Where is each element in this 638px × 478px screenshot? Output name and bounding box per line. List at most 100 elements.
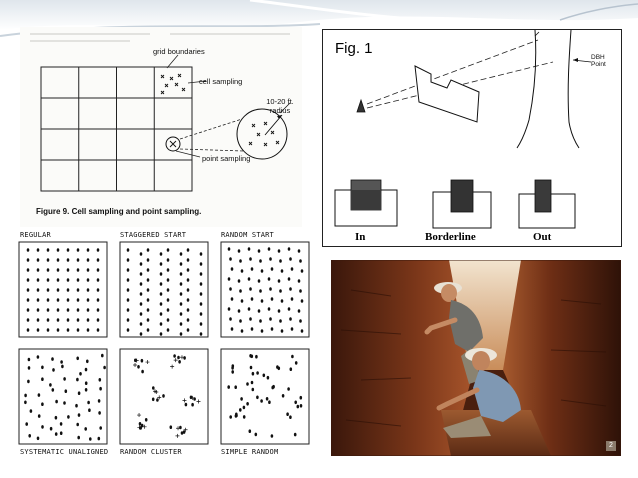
unaligned-dot — [37, 437, 40, 441]
unaligned-dot — [37, 355, 40, 359]
unaligned-dot — [85, 388, 88, 392]
unaligned-dot — [52, 368, 55, 372]
observer-eye — [357, 100, 365, 112]
cluster-dot — [162, 394, 165, 398]
unaligned-dot — [63, 401, 66, 405]
random-start-dot — [281, 269, 284, 273]
staggered-dot — [180, 322, 183, 326]
random-start-dot — [229, 287, 232, 291]
label-out: Out — [533, 231, 551, 243]
random-start-dot — [248, 307, 251, 311]
regular-dot — [57, 328, 60, 332]
staggered-dot — [160, 262, 163, 266]
point-sampling-leader — [176, 151, 200, 157]
random-start-dot — [251, 297, 254, 301]
staggered-dot — [180, 302, 183, 306]
staggered-dot — [187, 298, 190, 302]
cluster-dot — [145, 418, 148, 422]
staggered-dot — [200, 332, 203, 336]
regular-dot — [57, 268, 60, 272]
random-start-dot — [261, 269, 264, 273]
staggered-dot — [147, 268, 150, 272]
staggered-dot — [200, 262, 203, 266]
unaligned-dot — [52, 388, 55, 392]
simple-random-dot — [291, 355, 294, 359]
figure-9-caption: Figure 9. Cell sampling and point sampli… — [36, 207, 201, 216]
cluster-dot — [152, 386, 155, 390]
unaligned-dot — [60, 422, 63, 426]
staggered-dot — [140, 322, 143, 326]
cell-sampling-label: cell sampling — [199, 77, 242, 86]
unaligned-dot — [87, 401, 90, 405]
unaligned-dot — [24, 401, 27, 405]
regular-dot — [37, 278, 40, 282]
random-start-dot — [298, 309, 301, 313]
simple-random-dot — [243, 406, 246, 410]
unaligned-dot — [89, 437, 92, 441]
regular-dot — [57, 318, 60, 322]
regular-dot — [47, 298, 50, 302]
unaligned-dot — [101, 354, 104, 358]
simple-random-dot — [267, 376, 270, 380]
cluster-dot — [141, 359, 144, 363]
regular-dot — [27, 248, 30, 252]
regular-dot — [67, 268, 70, 272]
regular-dot — [57, 298, 60, 302]
unaligned-dot — [65, 389, 68, 393]
staggered-dot — [187, 308, 190, 312]
staggered-dot — [127, 268, 130, 272]
staggered-dot — [147, 318, 150, 322]
regular-dot — [27, 288, 30, 292]
unaligned-dot — [88, 408, 91, 412]
regular-dot — [97, 278, 100, 282]
random-start-dot — [269, 287, 272, 291]
regular-dot — [57, 278, 60, 282]
random-start-dot — [291, 297, 294, 301]
random-start-dot — [229, 257, 232, 261]
unaligned-dot — [51, 357, 54, 361]
random-start-dot — [279, 259, 282, 263]
staggered-dot — [167, 318, 170, 322]
regular-dot — [87, 288, 90, 292]
staggered-dot — [200, 292, 203, 296]
simple-random-dot — [232, 364, 235, 368]
regular-dot — [47, 278, 50, 282]
simple-random-dot — [250, 366, 253, 370]
staggered-dot — [187, 278, 190, 282]
cell-sample-marks — [161, 74, 185, 94]
staggered-dot — [127, 298, 130, 302]
regular-dot — [87, 268, 90, 272]
slide-number-badge: 2 — [606, 441, 616, 451]
fig1-drawing — [323, 30, 621, 246]
random-start-dot — [271, 327, 274, 331]
staggered-dot — [127, 258, 130, 262]
cluster-dot — [178, 360, 181, 364]
view-borderline — [433, 180, 491, 228]
random-start-dot — [289, 287, 292, 291]
regular-dot — [77, 278, 80, 282]
random-start-dot — [281, 299, 284, 303]
regular-dot — [77, 268, 80, 272]
staggered-dot — [147, 328, 150, 332]
random-start-dot — [239, 259, 242, 263]
random-start-dot — [241, 329, 244, 333]
regular-dot — [67, 278, 70, 282]
random-start-dot — [259, 319, 262, 323]
label-in: In — [355, 231, 365, 243]
point-sampling-label: point sampling — [202, 154, 250, 163]
staggered-dot — [147, 278, 150, 282]
regular-dot — [67, 258, 70, 262]
cluster-dot — [152, 398, 155, 402]
simple-random-dot — [297, 405, 300, 409]
simple-random-dot — [263, 374, 266, 378]
random-start-dot — [289, 257, 292, 261]
regular-dot — [77, 298, 80, 302]
regular-dot — [97, 258, 100, 262]
regular-dot — [37, 318, 40, 322]
simple-random-dot — [229, 415, 232, 419]
label-borderline: Borderline — [425, 231, 476, 243]
simple-random-dot — [246, 402, 249, 406]
simple-random-dot — [286, 412, 289, 416]
unaligned-dot — [85, 368, 88, 372]
pattern-box-regular — [19, 242, 107, 337]
